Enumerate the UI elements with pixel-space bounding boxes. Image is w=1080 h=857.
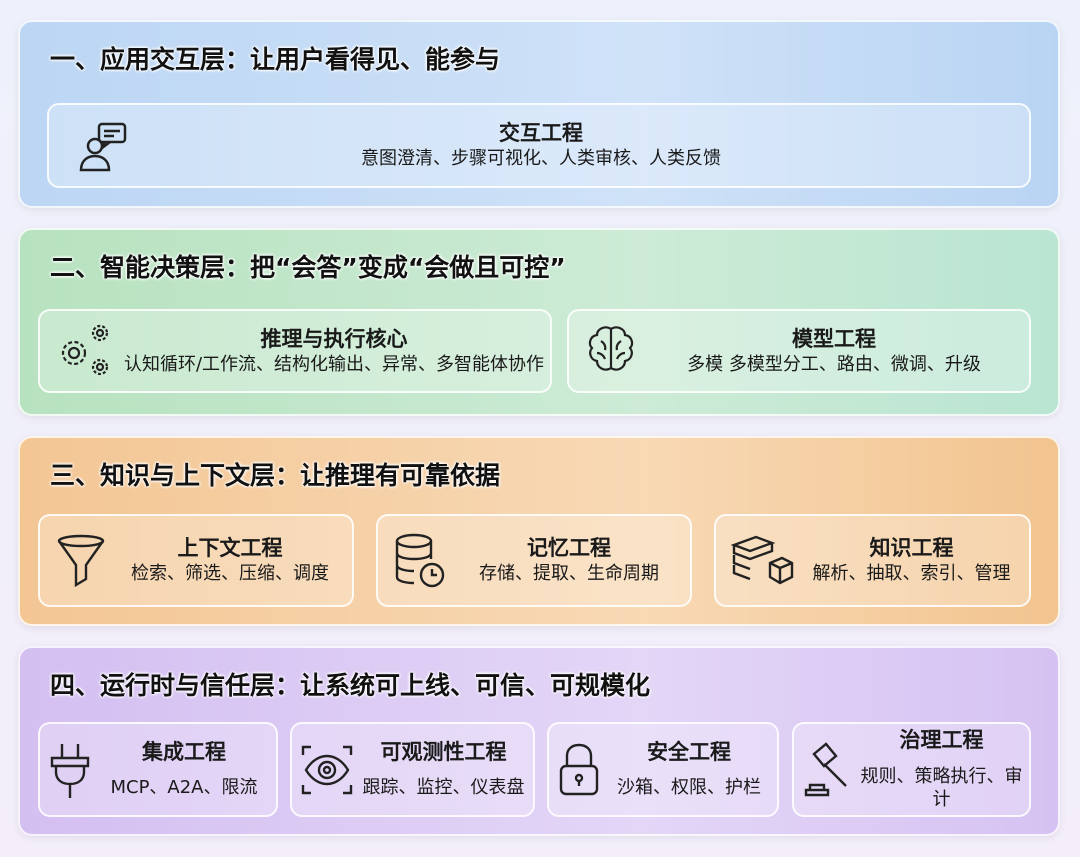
card-subtitle: 解析、抽取、索引、管理 [812,563,1011,585]
card-security-engineering: 安全工程沙箱、权限、护栏 [547,722,779,817]
card-memory-engineering: 记忆工程存储、提取、生命周期 [376,514,692,607]
card-subtitle: 存储、提取、生命周期 [479,563,659,585]
gears-icon [61,324,109,376]
card-subtitle: 跟踪、监控、仪表盘 [362,777,525,799]
card-subtitle: 规则、策略执行、审计 [860,765,1023,811]
card-observability-engineering: 可观测性工程跟踪、监控、仪表盘 [290,722,535,817]
layer-title: 一、应用交互层：让用户看得见、能参与 [50,45,501,74]
card-integration-engineering: 集成工程 MCP、A2A、限流 [38,722,278,817]
card-subtitle: 多模 多模型分工、路由、微调、升级 [687,353,981,375]
card-subtitle: 检索、筛选、压缩、调度 [131,563,329,585]
card-reasoning-execution: 推理与执行核心认知循环/工作流、结构化输出、异常、多智能体协作 [38,309,552,393]
card-title: 知识工程 [869,536,954,561]
gavel-icon [804,741,847,796]
eye-scan-icon [301,745,353,794]
card-interaction-engineering: 交互工程意图澄清、步骤可视化、人类审核、人类反馈 [47,103,1031,188]
card-title: 推理与执行核心 [260,326,408,351]
card-title: 集成工程 [142,740,226,765]
layer-application-interaction: 一、应用交互层：让用户看得见、能参与 交互工程意图澄清、步骤可视化、人类审核、人… [18,20,1060,208]
card-title: 治理工程 [899,728,984,753]
card-governance-engineering: 治理工程规则、策略执行、审计 [792,722,1031,817]
user-chat-icon [79,122,127,171]
layer-title: 三、知识与上下文层：让推理有可靠依据 [50,461,501,490]
card-title: 记忆工程 [527,536,611,561]
card-title: 安全工程 [647,740,731,765]
card-title: 模型工程 [792,326,876,351]
card-subtitle: 认知循环/工作流、结构化输出、异常、多智能体协作 [123,353,545,375]
card-knowledge-engineering: 知识工程解析、抽取、索引、管理 [714,514,1031,607]
plug-icon [50,743,90,798]
lock-icon [559,743,599,795]
brain-icon [588,326,634,371]
card-subtitle: 沙箱、权限、护栏 [617,777,761,799]
layer-intelligent-decision: 二、智能决策层：把“会答”变成“会做且可控” 推理与执行核心认知循环/工作流、结… [18,228,1060,416]
funnel-icon [57,534,105,587]
card-subtitle: 意图澄清、步骤可视化、人类审核、人类反馈 [361,148,721,170]
books-icon [730,535,794,584]
card-title: 交互工程 [499,121,583,146]
layer-title: 四、运行时与信任层：让系统可上线、可信、可规模化 [50,671,651,700]
layer-title: 二、智能决策层：把“会答”变成“会做且可控” [50,253,566,282]
database-clock-icon [395,533,445,587]
card-subtitle: MCP、A2A、限流 [110,777,258,799]
layer-knowledge-context: 三、知识与上下文层：让推理有可靠依据 上下文工程检索、筛选、压缩、调度 记忆工程… [18,436,1060,626]
card-title: 上下文工程 [177,536,283,561]
card-context-engineering: 上下文工程检索、筛选、压缩、调度 [38,514,354,607]
card-model-engineering: 模型工程多模 多模型分工、路由、微调、升级 [567,309,1031,393]
card-title: 可观测性工程 [380,740,507,765]
